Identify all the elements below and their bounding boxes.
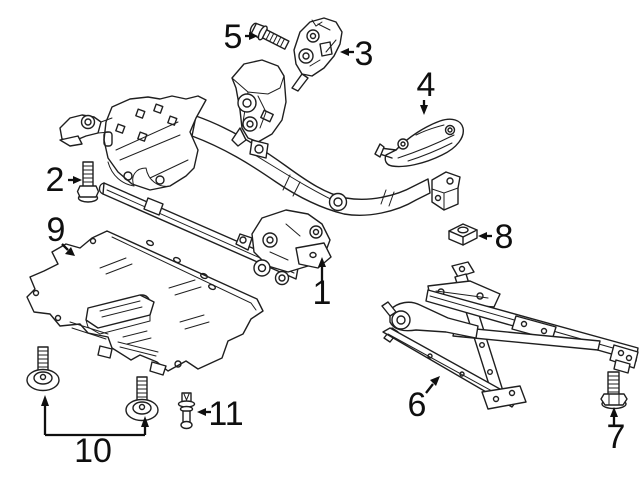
callout-5: 5 xyxy=(224,18,258,56)
callout-10: 10 xyxy=(41,395,149,470)
callout-4: 4 xyxy=(417,66,436,115)
callout-6-label: 6 xyxy=(408,386,427,424)
expansion-rivet-drawing xyxy=(177,392,196,430)
callout-3-label: 3 xyxy=(355,35,374,73)
washer-bolt-left-drawing xyxy=(26,346,60,392)
bolt-7-drawing xyxy=(600,371,628,410)
subframe-crossmember-drawing xyxy=(59,59,461,286)
bolt-5-drawing xyxy=(249,22,290,50)
callout-2: 2 xyxy=(46,161,82,199)
callout-10-label: 10 xyxy=(74,432,112,470)
callout-11-label: 11 xyxy=(208,395,243,433)
square-nut-drawing xyxy=(448,223,478,246)
heat-shield-drawing xyxy=(374,118,464,168)
callout-5-label: 5 xyxy=(224,18,243,56)
callout-9: 9 xyxy=(47,211,75,256)
callout-9-label: 9 xyxy=(47,211,66,249)
callout-1: 1 xyxy=(313,257,332,312)
callout-7-label: 7 xyxy=(607,418,626,456)
callout-8: 8 xyxy=(478,218,513,256)
bolt-2-drawing xyxy=(76,161,100,203)
mount-bracket-drawing xyxy=(291,17,343,92)
callout-2-label: 2 xyxy=(46,161,65,199)
cross-brace-drawing xyxy=(381,261,639,410)
washer-bolt-right-drawing xyxy=(125,376,159,422)
splash-shield-drawing xyxy=(26,230,264,376)
callout-8-label: 8 xyxy=(495,218,514,256)
callout-4-label: 4 xyxy=(417,66,436,104)
callout-3: 3 xyxy=(340,35,373,73)
callout-6: 6 xyxy=(408,376,440,424)
callout-6-arrow xyxy=(425,383,434,394)
callout-7: 7 xyxy=(607,407,626,456)
callout-9-arrow xyxy=(61,243,69,251)
callout-11: 11 xyxy=(197,395,244,433)
callout-1-label: 1 xyxy=(313,274,332,312)
